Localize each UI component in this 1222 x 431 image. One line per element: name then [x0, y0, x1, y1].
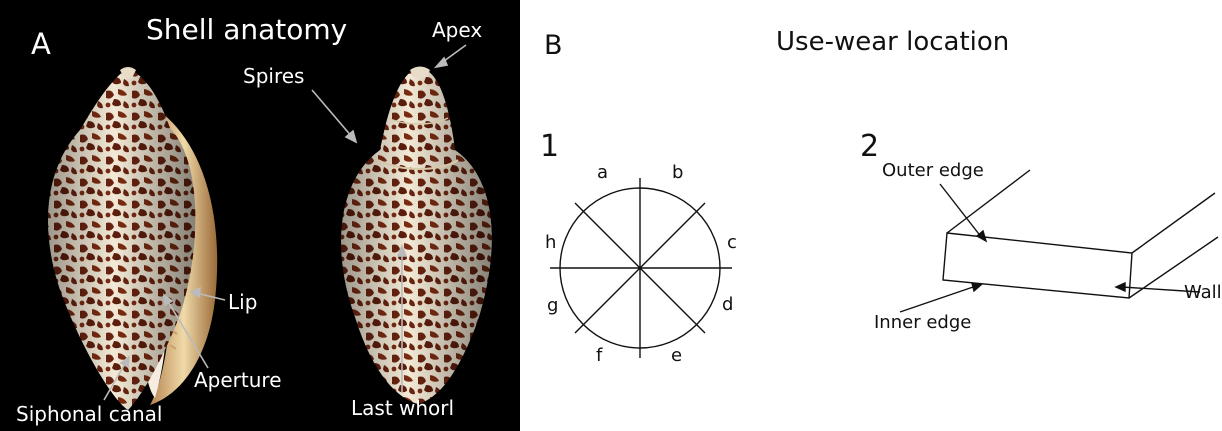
label-wall: Wall	[1184, 284, 1222, 302]
label-spires: Spires	[243, 66, 304, 86]
panel-b-title: Use-wear location	[776, 29, 1009, 55]
sector-label-b: b	[672, 164, 683, 182]
sector-label-a: a	[597, 164, 608, 182]
label-siphonal-canal: Siphonal canal	[16, 404, 162, 424]
right-shell	[341, 67, 492, 405]
panel-a-shell-photo: A Shell anatomy Apex Spires Lip Aperture…	[0, 0, 520, 431]
sector-circle	[550, 178, 732, 358]
panel-a-title: Shell anatomy	[146, 16, 347, 44]
diagram-1-number: 1	[540, 132, 559, 162]
sector-label-g: g	[547, 297, 558, 315]
sector-label-e: e	[671, 347, 682, 365]
use-wear-diagrams	[520, 0, 1222, 431]
label-last-whorl: Last whorl	[351, 398, 454, 418]
label-outer-edge: Outer edge	[882, 162, 984, 180]
sector-label-d: d	[722, 296, 733, 314]
sector-label-f: f	[596, 347, 602, 365]
sector-label-h: h	[545, 234, 556, 252]
left-shell	[48, 67, 217, 410]
diagram-2-number: 2	[860, 132, 879, 162]
sector-label-c: c	[727, 234, 737, 252]
label-inner-edge: Inner edge	[874, 314, 971, 332]
label-apex: Apex	[432, 20, 482, 40]
panel-b-letter: B	[544, 32, 563, 59]
panel-b-use-wear: B Use-wear location 1 a b c d e f g h 2 …	[520, 0, 1222, 431]
label-aperture: Aperture	[194, 370, 282, 390]
label-lip: Lip	[228, 292, 257, 312]
edge-pointers	[900, 184, 1200, 312]
panel-a-letter: A	[31, 30, 51, 59]
